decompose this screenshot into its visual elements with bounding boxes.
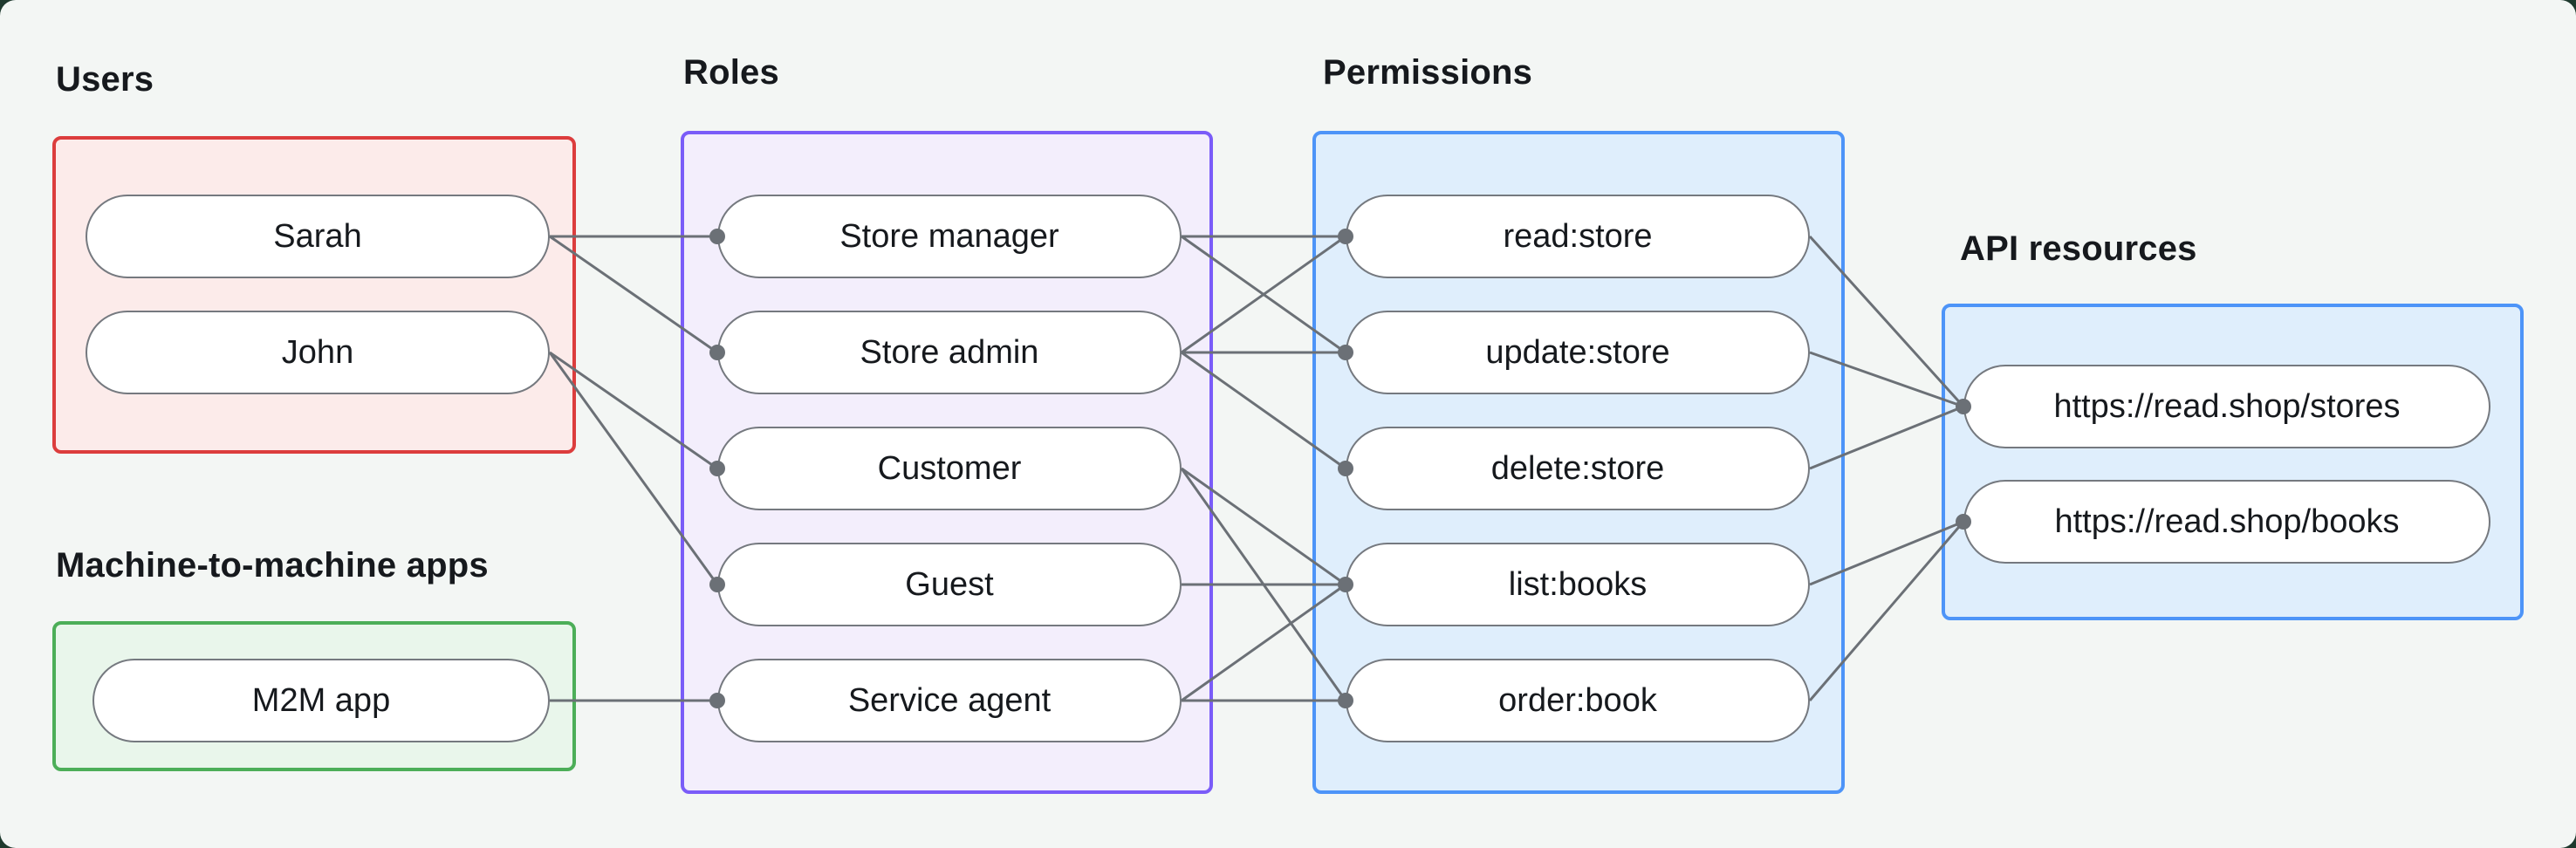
node-api-resource-stores: https://read.shop/stores [1963,365,2490,448]
node-permission-delete-store: delete:store [1346,427,1810,510]
users-group-label: Users [56,60,154,99]
users-group-box [52,136,576,454]
node-role-guest: Guest [717,543,1182,626]
node-user-john: John [86,311,550,394]
node-api-resource-books: https://read.shop/books [1963,480,2490,564]
node-m2m-app: M2M app [92,659,550,742]
api-resources-group-label: API resources [1960,229,2197,268]
node-role-store-admin: Store admin [717,311,1182,394]
node-permission-list-books: list:books [1346,543,1810,626]
node-permission-update-store: update:store [1346,311,1810,394]
node-role-customer: Customer [717,427,1182,510]
node-role-service-agent: Service agent [717,659,1182,742]
api-resources-group-box [1942,304,2524,620]
node-user-sarah: Sarah [86,195,550,278]
node-role-store-manager: Store manager [717,195,1182,278]
node-permission-order-book: order:book [1346,659,1810,742]
m2m-apps-group-label: Machine-to-machine apps [56,546,489,585]
permissions-group-label: Permissions [1323,53,1533,92]
roles-group-label: Roles [683,53,779,92]
node-permission-read-store: read:store [1346,195,1810,278]
